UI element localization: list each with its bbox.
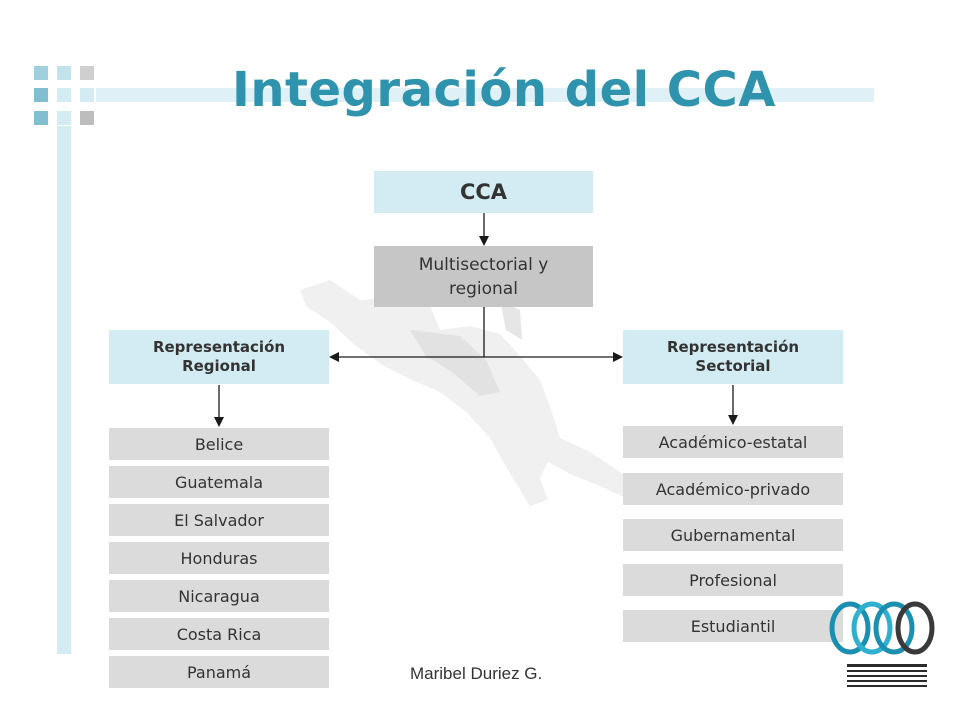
regional-heading-box: Representación Regional [109, 330, 329, 384]
regional-item: Panamá [109, 656, 329, 688]
regional-item: El Salvador [109, 504, 329, 536]
accent-bar-horizontal [96, 88, 874, 102]
deco-square [57, 66, 71, 80]
sectorial-item: Gubernamental [623, 519, 843, 551]
multisectorial-label: Multisectorial y regional [418, 254, 549, 299]
regional-item: Nicaragua [109, 580, 329, 612]
regional-item-label: Belice [194, 434, 244, 454]
sectorial-item: Estudiantil [623, 610, 843, 642]
deco-square [80, 111, 94, 125]
deco-square [34, 88, 48, 102]
regional-item-label: Guatemala [174, 472, 264, 492]
regional-item: Honduras [109, 542, 329, 574]
deco-square [34, 66, 48, 80]
regional-item-label: El Salvador [174, 510, 264, 530]
cca-logo-rings [829, 601, 935, 655]
sectorial-item: Académico-estatal [623, 426, 843, 458]
sectorial-heading-label: Representación Sectorial [666, 338, 800, 375]
sectorial-heading-box: Representación Sectorial [623, 330, 843, 384]
deco-square [80, 88, 94, 102]
sectorial-item-label: Profesional [689, 570, 777, 590]
cca-logo-text-block [847, 664, 927, 687]
sectorial-item-label: Gubernamental [670, 525, 796, 545]
deco-square [80, 66, 94, 80]
regional-item-label: Honduras [180, 548, 258, 568]
footer-author: Maribel Duriez G. [410, 664, 543, 683]
regional-item-label: Panamá [186, 662, 252, 682]
sectorial-item: Académico-privado [623, 473, 843, 505]
regional-item: Costa Rica [109, 618, 329, 650]
sectorial-item-label: Académico-estatal [658, 432, 808, 452]
slide-title: Integración del CCA [232, 62, 776, 118]
deco-square [34, 111, 48, 125]
regional-item: Belice [109, 428, 329, 460]
cca-root-label: CCA [459, 180, 508, 204]
deco-square [57, 111, 71, 125]
accent-bar-vertical [57, 126, 71, 654]
sectorial-item-label: Estudiantil [690, 616, 776, 636]
regional-heading-label: Representación Regional [152, 338, 286, 375]
sectorial-item-label: Académico-privado [655, 479, 811, 499]
cca-root-box: CCA [374, 171, 593, 213]
sectorial-item: Profesional [623, 564, 843, 596]
multisectorial-box: Multisectorial y regional [374, 246, 593, 307]
regional-item-label: Costa Rica [176, 624, 262, 644]
regional-item: Guatemala [109, 466, 329, 498]
deco-square [57, 88, 71, 102]
regional-item-label: Nicaragua [178, 586, 260, 606]
